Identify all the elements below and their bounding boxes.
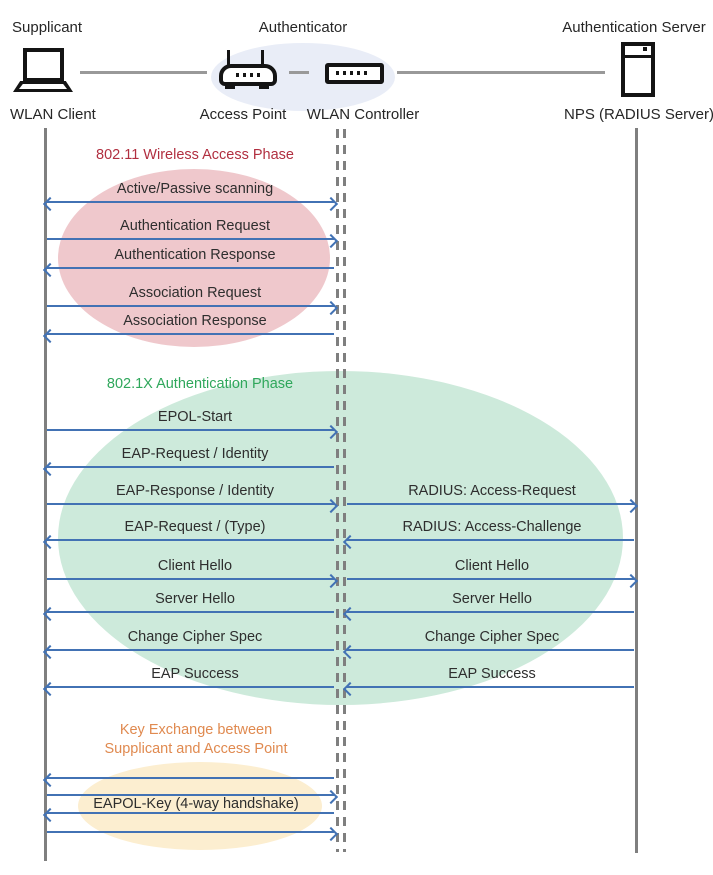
access-point-foot <box>259 84 269 89</box>
arrow-client-hello-right <box>347 578 634 580</box>
server-slot <box>625 55 651 58</box>
laptop-base-inner <box>19 84 67 89</box>
arrow-change-cipher-spec-right <box>347 649 634 651</box>
label-eap-request-type: EAP-Request / (Type) <box>124 519 266 535</box>
lifeline-authenticator-dashed-left <box>336 129 339 852</box>
label-radius-access-request: RADIUS: Access-Request <box>408 483 576 499</box>
laptop-icon <box>23 48 64 82</box>
role-label-authenticator: Authenticator <box>258 19 348 36</box>
connector-controller-to-server <box>397 71 605 74</box>
arrow-client-hello-left <box>47 578 334 580</box>
arrow-authentication-request <box>47 238 334 240</box>
label-active-passive-scanning: Active/Passive scanning <box>116 181 274 197</box>
label-change-cipher-spec-left: Change Cipher Spec <box>127 629 263 645</box>
arrow-eapol-key-msg1 <box>47 777 334 779</box>
device-label-access-point: Access Point <box>199 106 287 123</box>
label-eapol-key: EAPOL-Key (4-way handshake) <box>93 796 299 812</box>
device-label-nps-radius-server: NPS (RADIUS Server) <box>563 106 713 123</box>
device-label-wlan-controller: WLAN Controller <box>306 106 420 123</box>
wlan-controller-dot <box>357 71 360 75</box>
arrow-server-hello-right <box>347 611 634 613</box>
access-point-antenna-left <box>227 50 230 66</box>
device-label-wlan-client: WLAN Client <box>10 106 96 123</box>
role-label-supplicant: Supplicant <box>12 19 83 36</box>
arrow-eapol-key-msg4 <box>47 831 334 833</box>
phase2-title: 802.1X Authentication Phase <box>106 376 294 392</box>
label-eap-response-identity: EAP-Response / Identity <box>116 483 274 499</box>
label-authentication-request: Authentication Request <box>120 218 270 234</box>
arrow-active-passive-scanning <box>47 201 334 203</box>
label-client-hello-left: Client Hello <box>157 558 233 574</box>
arrow-eapol-key-msg2 <box>47 794 334 796</box>
access-point-dot <box>257 73 260 77</box>
label-server-hello-right: Server Hello <box>452 591 532 607</box>
access-point-foot <box>225 84 235 89</box>
arrow-association-response <box>47 333 334 335</box>
arrow-radius-access-request <box>347 503 634 505</box>
server-led-dot <box>643 47 647 51</box>
access-point-dot <box>236 73 239 77</box>
arrow-server-hello-left <box>47 611 334 613</box>
label-epol-start: EPOL-Start <box>157 409 233 425</box>
label-association-response: Association Response <box>123 313 267 329</box>
access-point-icon <box>219 64 277 86</box>
phase1-highlight-ellipse <box>58 169 330 347</box>
connector-ap-to-controller <box>289 71 309 74</box>
server-icon <box>621 42 655 97</box>
access-point-antenna-right <box>261 50 264 66</box>
connector-client-to-ap <box>80 71 207 74</box>
phase1-title: 802.11 Wireless Access Phase <box>96 147 294 163</box>
arrow-radius-access-challenge <box>347 539 634 541</box>
arrow-change-cipher-spec-left <box>47 649 334 651</box>
arrow-eap-success-right <box>347 686 634 688</box>
lifeline-authenticator-dashed-right <box>343 129 346 852</box>
label-client-hello-right: Client Hello <box>454 558 530 574</box>
label-eap-success-right: EAP Success <box>448 666 536 682</box>
lifeline-radius-server <box>635 128 638 853</box>
label-authentication-response: Authentication Response <box>114 247 276 263</box>
label-radius-access-challenge: RADIUS: Access-Challenge <box>402 519 582 535</box>
wlan-controller-dot <box>350 71 353 75</box>
access-point-dot <box>243 73 246 77</box>
wlan-controller-dot <box>364 71 367 75</box>
arrow-eap-request-type <box>47 539 334 541</box>
label-eap-success-left: EAP Success <box>151 666 239 682</box>
label-server-hello-left: Server Hello <box>155 591 235 607</box>
wlan-controller-icon <box>325 63 384 84</box>
arrow-authentication-response <box>47 267 334 269</box>
label-eap-request-identity: EAP-Request / Identity <box>121 446 269 462</box>
arrow-eap-response-identity <box>47 503 334 505</box>
wlan-controller-dot <box>343 71 346 75</box>
phase3-title-line2: Supplicant and Access Point <box>104 741 288 757</box>
role-label-authentication-server: Authentication Server <box>562 19 706 36</box>
lifeline-wlan-client <box>44 128 47 861</box>
access-point-dot <box>250 73 253 77</box>
wlan-controller-dot <box>336 71 339 75</box>
arrow-epol-start <box>47 429 334 431</box>
label-change-cipher-spec-right: Change Cipher Spec <box>424 629 560 645</box>
label-association-request: Association Request <box>128 285 262 301</box>
arrow-eapol-key-msg3 <box>47 812 334 814</box>
arrow-eap-success-left <box>47 686 334 688</box>
phase3-title-line1: Key Exchange between <box>119 722 273 738</box>
arrow-association-request <box>47 305 334 307</box>
arrow-eap-request-identity <box>47 466 334 468</box>
phase2-highlight-ellipse <box>58 371 623 705</box>
